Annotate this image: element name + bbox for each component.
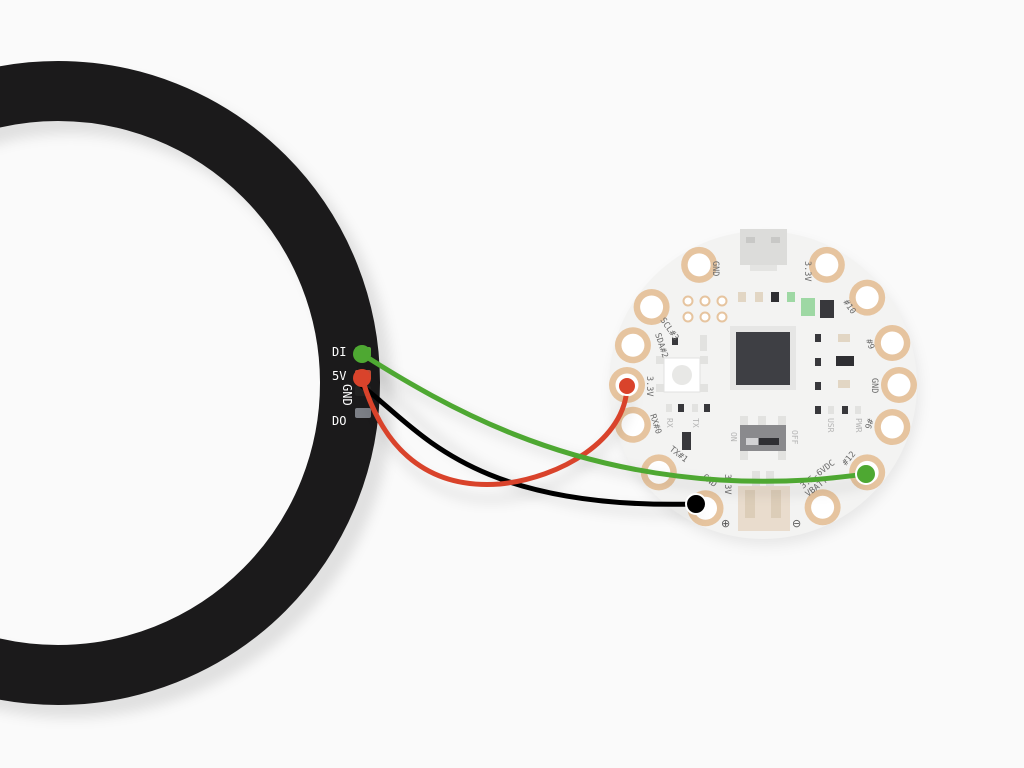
pad-label-3v3-bottom: 3.3V [722,474,732,494]
silk-pwr: PWR [854,418,863,433]
minus-symbol: ⊖ [792,517,801,530]
ring-pad-do[interactable] [355,408,371,418]
wire-end-power-board[interactable] [617,376,637,396]
silk-off: OFF [790,430,799,445]
edge-pad-hole [887,373,911,397]
wires [359,351,869,507]
wire-data[interactable] [359,351,869,484]
pad-label-3v3-top: 3.3V [802,261,812,281]
header-holes [682,295,728,323]
edge-pad-hole [855,286,879,310]
silk-rx: RX [665,418,674,428]
ring-body [0,61,380,705]
wire-end-power-ring[interactable] [353,369,371,387]
pad-label-gnd-top: GND [710,261,720,276]
edge-pad-hole [640,295,664,319]
pad-label-d6: #6 [862,417,875,430]
ring-pin-label-5v: 5V [332,369,346,383]
edge-pad-hole [687,253,711,277]
wire-shadows [359,358,867,516]
edge-pad-hole [621,333,645,357]
wire-power[interactable] [359,375,630,487]
pad-label-gnd-right: GND [869,378,879,393]
plus-symbol: ⊕ [721,517,730,530]
edge-pad-hole [815,253,839,277]
edge-pad-hole [880,415,904,439]
smd-components [666,292,861,450]
edge-pad-hole [811,495,835,519]
silk-usr: USR [826,418,835,433]
wire-end-data-ring[interactable] [353,345,371,363]
pad-label-d9: #9 [863,338,876,351]
silk-tx: TX [691,418,700,428]
wire-ground[interactable] [359,383,699,507]
ring-pin-label-gnd: GND [340,384,354,406]
wire-end-data-board[interactable] [855,463,877,485]
edge-pad-hole [880,331,904,355]
usb-connector [740,229,787,265]
ring-pin-label-di: DI [332,345,346,359]
wire-end-ground-board[interactable] [685,493,707,515]
ring-pin-label-do: DO [332,414,346,428]
pad-label-3v3-left: 3.3V [644,376,654,396]
silk-on: ON [729,432,738,442]
